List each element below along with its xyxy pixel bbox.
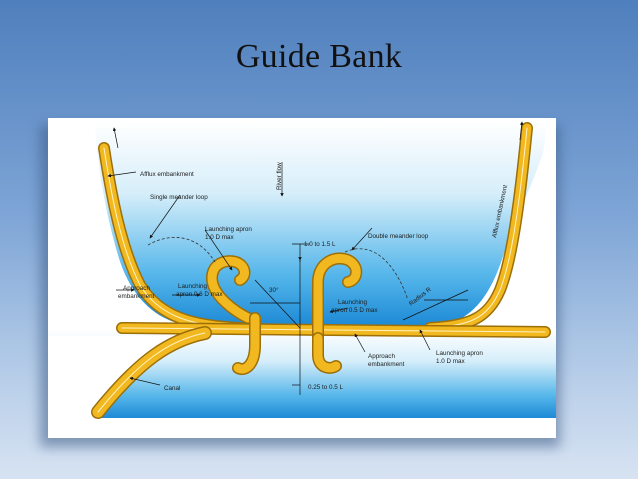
label-launching-right: Launching apron: [436, 350, 483, 357]
dimension-lines: [250, 243, 469, 395]
label-single-meander: Single meander loop: [150, 194, 208, 201]
label-launching-mid: Launching: [338, 299, 368, 306]
label-approach-right-2: embankment: [368, 361, 405, 368]
label-dim-bottom: 0.25 to 0.5 L: [308, 384, 344, 391]
label-double-meander: Double meander loop: [368, 233, 429, 240]
page-title: Guide Bank: [235, 38, 403, 75]
double-meander-dash: [344, 248, 409, 301]
label-launching-right-2: 1.0 D max: [436, 358, 466, 365]
label-launching-apron-top-2: 1.0 D max: [205, 234, 235, 241]
pointer-arrows: [107, 121, 524, 386]
embankments: [91, 122, 551, 419]
label-approach-left: Approach: [123, 285, 150, 292]
label-approach-left-2: embankment: [118, 293, 155, 300]
label-launching-left: Launching: [178, 283, 208, 290]
label-angle: 30°: [269, 286, 279, 294]
label-canal: Canal: [164, 385, 180, 392]
label-launching-left-2: apron 0.6 D max: [176, 291, 223, 298]
label-launching-apron-top: Launching apron: [205, 226, 252, 233]
label-launching-mid-2: apron 0.5 D max: [331, 307, 378, 314]
left-bank: [48, 122, 190, 326]
label-river-flow: River flow: [276, 162, 283, 190]
label-afflux-left: Afflux embankment: [140, 171, 194, 178]
label-approach-right: Approach: [368, 353, 395, 360]
single-meander-dash: [147, 237, 216, 263]
label-dim-top: 1.0 to 1.5 L: [304, 241, 336, 248]
right-bank: [470, 122, 556, 326]
diagram-labels: Afflux embankment Single meander loop La…: [118, 162, 509, 392]
